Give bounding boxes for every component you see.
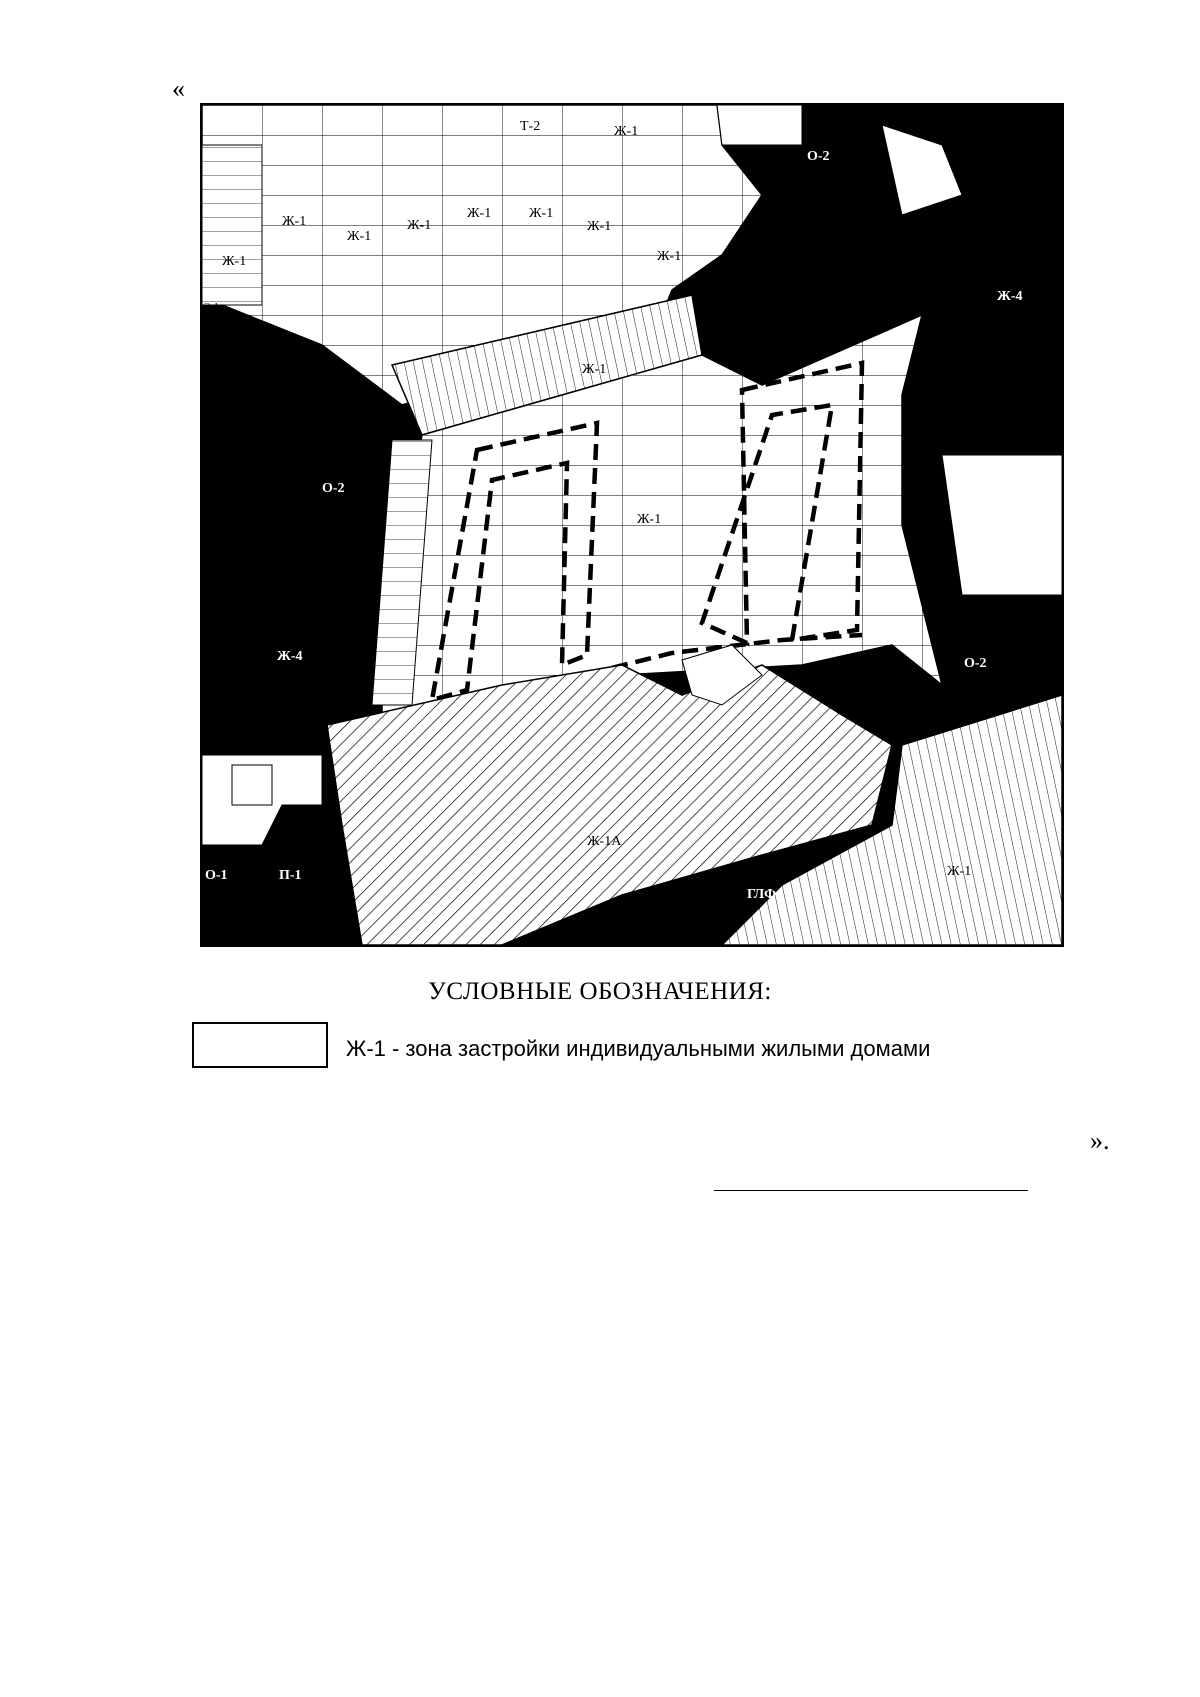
boundary-west-loop [429, 420, 600, 704]
top-parcel [716, 105, 803, 146]
zone-label-zh1-g: Ж-1 [222, 254, 246, 269]
zone-label-t2: Т-2 [520, 119, 540, 134]
zone-label-zh4-east: Ж-4 [997, 289, 1023, 304]
zone-label-p1: П-1 [279, 868, 302, 883]
zone-label-zh1-b: Ж-1 [407, 218, 431, 233]
zone-label-o2-west: О-2 [322, 481, 345, 496]
southeast-residential [720, 694, 1062, 945]
zone-label-zh1-central: Ж-1 [637, 512, 661, 527]
opening-quote: « [172, 74, 185, 103]
zone-label-zh1a: Ж-1А [587, 834, 622, 849]
west-strip-parcels [202, 144, 263, 306]
hatched-zone-zh1a [326, 664, 893, 945]
zone-label-zh1-top: Ж-1 [614, 124, 638, 139]
zone-label-o2-north: О-2 [807, 149, 830, 164]
legend-title: УСЛОВНЫЕ ОБОЗНАЧЕНИЯ: [428, 978, 772, 1005]
zone-label-glf: ГЛФ [747, 887, 776, 902]
zone-label-zh1-a: Ж-1 [282, 214, 306, 229]
top-right-parcel [881, 124, 963, 216]
legend-swatch [192, 1022, 328, 1068]
zone-label-zh1-h: Ж-1 [347, 229, 371, 244]
zone-label-zh1-c: Ж-1 [467, 206, 491, 221]
zone-label-zh1-e: Ж-1 [587, 219, 611, 234]
zoning-map: Т-2 Ж-1 Ж-1 Ж-1 Ж-1 Ж-1 Ж-1 Ж-1 Ж-1 Ж-1 … [200, 103, 1064, 947]
zone-label-zh1-d: Ж-1 [529, 206, 553, 221]
closing-quote: ». [1090, 1126, 1110, 1155]
legend-item-text: Ж-1 - зона застройки индивидуальными жил… [346, 1036, 931, 1061]
zone-label-zh1-road: Ж-1 [582, 362, 606, 377]
zone-label-zh4-west: Ж-4 [277, 649, 303, 664]
clearing-parcel [681, 644, 763, 706]
zoning-map-canvas: Т-2 Ж-1 Ж-1 Ж-1 Ж-1 Ж-1 Ж-1 Ж-1 Ж-1 Ж-1 … [202, 105, 1062, 945]
zone-label-zh1-se: Ж-1 [947, 864, 971, 879]
zone-label-o2-east: О-2 [964, 656, 987, 671]
east-white-parcel [941, 454, 1062, 596]
zone-label-o1: О-1 [205, 868, 228, 883]
zone-label-e1: Э-1 [204, 302, 219, 313]
utility-plot [231, 764, 273, 806]
zone-label-zh1-f: Ж-1 [657, 249, 681, 264]
signature-line [714, 1190, 1028, 1191]
